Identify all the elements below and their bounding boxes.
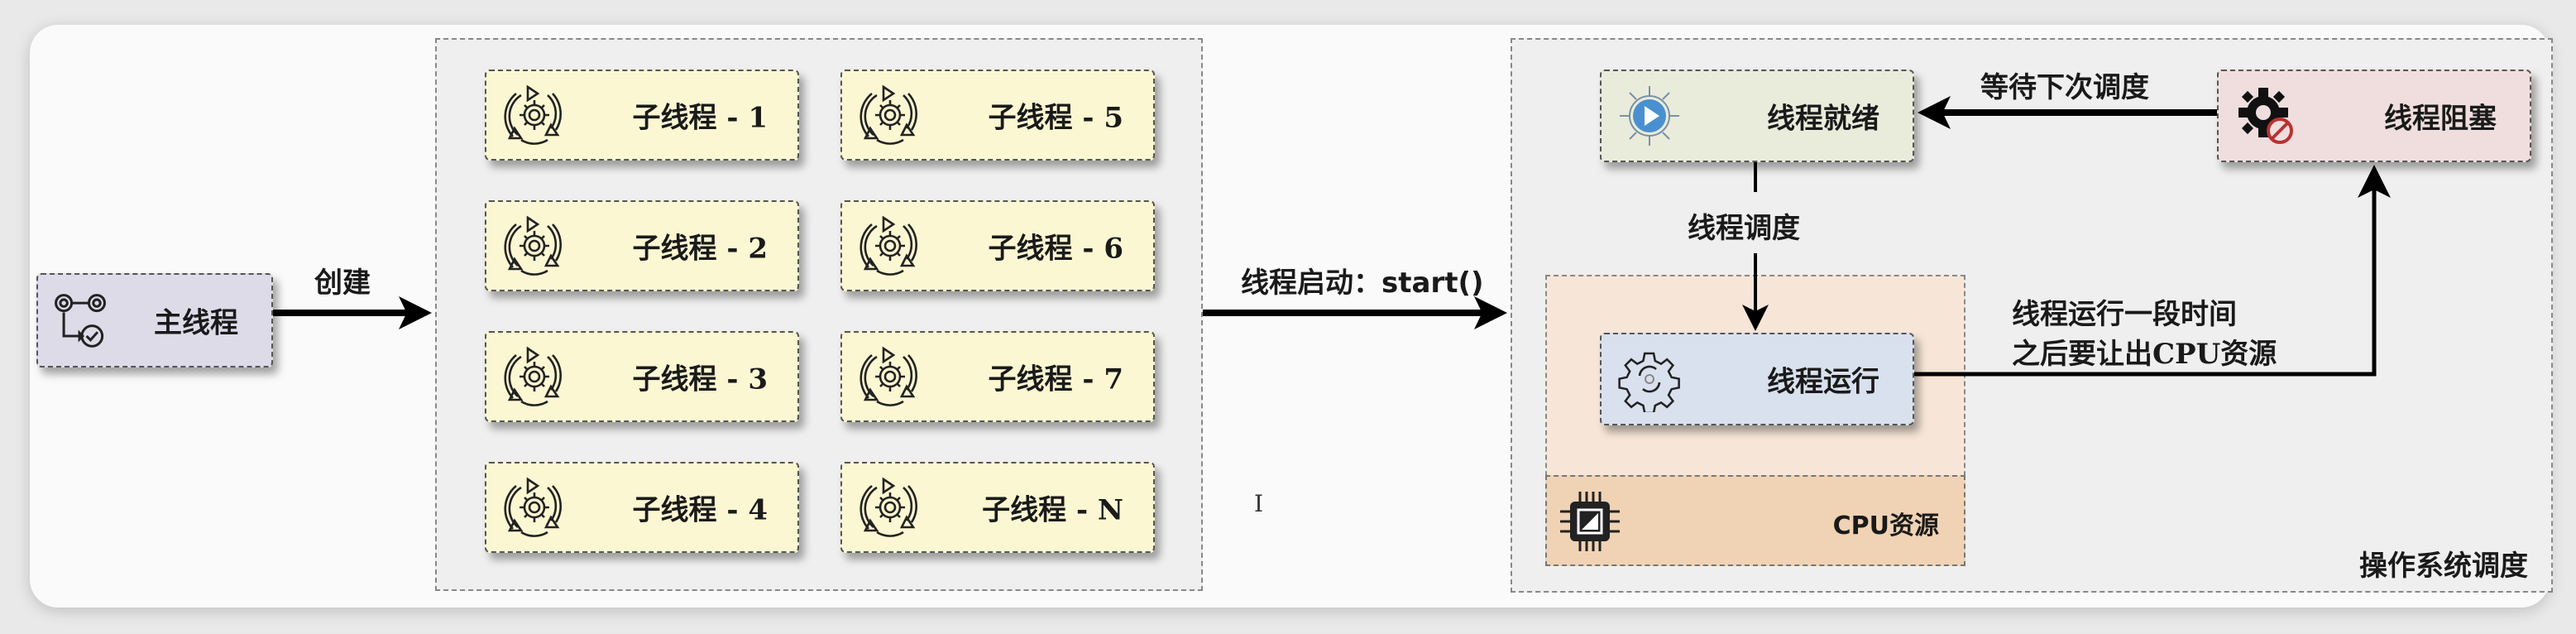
child-thread-node[interactable]: 子线程 - 4 (485, 462, 799, 553)
child-thread-label: 子线程 - N (982, 493, 1123, 527)
os-scheduling-label: 操作系统调度 (2359, 550, 2528, 583)
cycle-gear-icon (501, 343, 567, 410)
yield-edge-label-1: 线程运行一段时间 (2012, 298, 2237, 331)
child-thread-label: 子线程 - 7 (988, 363, 1123, 396)
child-thread-label: 子线程 - 1 (632, 101, 768, 135)
thread-blocked-node[interactable]: 线程阻塞 (2217, 70, 2531, 162)
schedule-edge-label: 线程调度 (1688, 205, 1800, 246)
child-thread-label: 子线程 - 4 (632, 493, 768, 527)
thread-ready-label: 线程就绪 (1767, 102, 1879, 136)
child-thread-label: 子线程 - 3 (632, 363, 768, 396)
cycle-gear-icon (857, 213, 923, 279)
cycle-gear-icon (501, 82, 567, 148)
child-thread-node[interactable]: 子线程 - N (840, 462, 1155, 553)
cpu-chip-icon (1560, 492, 1620, 551)
gear-cycle-icon (1618, 352, 1680, 412)
child-thread-node[interactable]: 子线程 - 1 (485, 70, 799, 161)
main-thread-label: 主线程 (154, 306, 238, 340)
child-thread-node[interactable]: 子线程 - 2 (485, 200, 799, 291)
cycle-gear-icon (857, 474, 923, 540)
child-thread-label: 子线程 - 2 (632, 232, 768, 266)
child-thread-label: 子线程 - 6 (988, 232, 1123, 266)
gears-flow-icon (55, 294, 107, 348)
start-edge-label: 线程启动：start() (1241, 260, 1484, 300)
play-circle-icon (1620, 86, 1679, 146)
start-method-code: start() (1381, 267, 1484, 300)
child-thread-node[interactable]: 子线程 - 3 (485, 331, 799, 422)
cpu-resource-label: CPU资源 (1832, 512, 1939, 540)
cycle-gear-icon (501, 474, 567, 540)
thread-ready-node[interactable]: 线程就绪 (1600, 70, 1914, 162)
wait-edge-label: 等待下次调度 (1980, 71, 2149, 104)
create-edge-label: 创建 (314, 267, 371, 300)
main-thread-node[interactable]: 主线程 (36, 273, 273, 367)
cycle-gear-icon (857, 343, 923, 410)
child-thread-node[interactable]: 子线程 - 7 (840, 331, 1155, 422)
thread-running-label: 线程运行 (1767, 365, 1879, 399)
child-thread-node[interactable]: 子线程 - 5 (840, 70, 1155, 161)
yield-edge-label-2: 之后要让出CPU资源 (2012, 338, 2277, 371)
cycle-gear-icon (501, 213, 567, 279)
cycle-gear-icon (857, 82, 923, 148)
cpu-resource-footer: CPU资源 (1545, 475, 1966, 566)
thread-blocked-label: 线程阻塞 (2384, 102, 2497, 136)
child-thread-label: 子线程 - 5 (988, 101, 1123, 135)
gear-blocked-icon (2238, 88, 2293, 144)
text-cursor: I (1254, 490, 1264, 517)
start-edge-text: 线程启动： (1241, 267, 1381, 300)
child-thread-node[interactable]: 子线程 - 6 (840, 200, 1155, 291)
thread-running-node[interactable]: 线程运行 (1600, 333, 1914, 425)
